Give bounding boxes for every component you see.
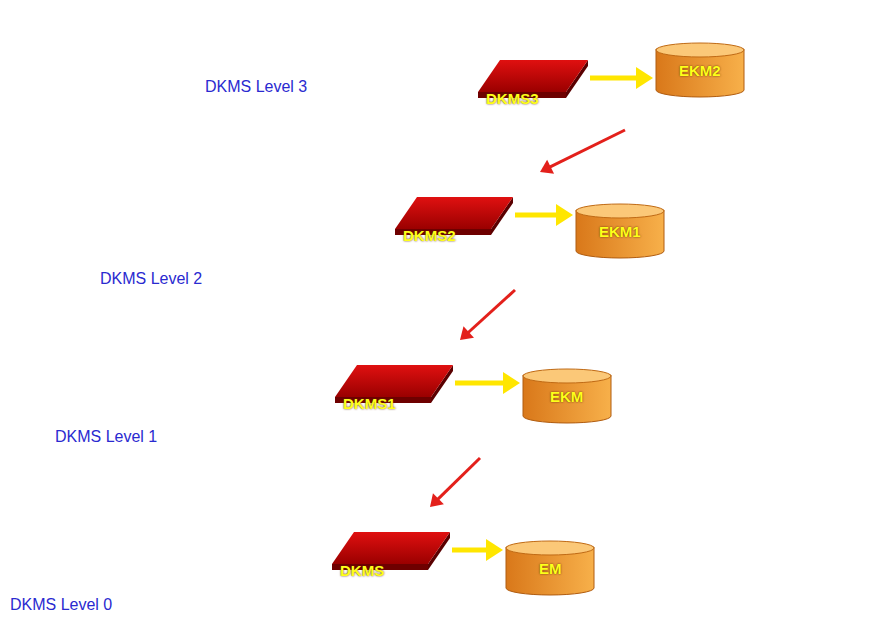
storage-cylinder: EKM	[522, 368, 612, 424]
shape-label: EKM1	[599, 223, 641, 240]
arrow-head	[460, 326, 474, 340]
plane-shape	[0, 3, 891, 130]
arrow-head	[540, 160, 554, 174]
shape-label: EKM	[550, 388, 583, 405]
shape-label: DKMS1	[343, 395, 396, 412]
level-plane: DKMS Level 1 DKMS1 EKM	[0, 338, 891, 458]
flow-arrow	[590, 67, 653, 89]
flow-arrow	[452, 539, 503, 561]
flow-arrow	[515, 204, 573, 226]
shape-label: EKM2	[679, 62, 721, 79]
flow-arrow	[430, 458, 480, 507]
level-plane: DKMS Level 2 DKMS2 EKM1	[0, 170, 891, 290]
level-label: DKMS Level 0	[10, 596, 112, 614]
plane-shape	[0, 505, 891, 620]
dkms-shape: DKMS2	[395, 197, 513, 249]
flow-arrow	[540, 130, 625, 174]
dkms-shape: DKMS1	[335, 365, 453, 417]
arrow-line	[550, 130, 625, 167]
level-plane: DKMS Level 0 DKMS EM	[0, 505, 891, 620]
storage-cylinder: EKM2	[655, 42, 745, 98]
level-plane: DKMS Level 3 DKMS3 EKM2	[0, 3, 891, 130]
shape-label: DKMS2	[403, 227, 456, 244]
flow-arrow	[455, 372, 520, 394]
arrow-head	[503, 372, 520, 394]
arrow-head	[556, 204, 573, 226]
arrow-line	[438, 458, 480, 499]
flow-arrow	[460, 290, 515, 340]
arrow-head	[636, 67, 653, 89]
arrow-line	[452, 548, 487, 553]
level-label: DKMS Level 1	[55, 428, 157, 446]
arrow-line	[515, 213, 557, 218]
shape-label: DKMS	[340, 562, 384, 579]
arrow-line	[468, 290, 515, 333]
storage-cylinder: EM	[505, 540, 595, 596]
level-label: DKMS Level 3	[205, 78, 307, 96]
arrow-line	[590, 76, 637, 81]
level-label: DKMS Level 2	[100, 270, 202, 288]
dkms-shape: DKMS3	[478, 60, 588, 112]
dkms-shape: DKMS	[332, 532, 450, 584]
arrow-head	[430, 493, 444, 507]
shape-label: EM	[539, 560, 562, 577]
arrow-line	[455, 381, 504, 386]
shape-label: DKMS3	[486, 90, 539, 107]
storage-cylinder: EKM1	[575, 203, 665, 259]
arrow-head	[486, 539, 503, 561]
